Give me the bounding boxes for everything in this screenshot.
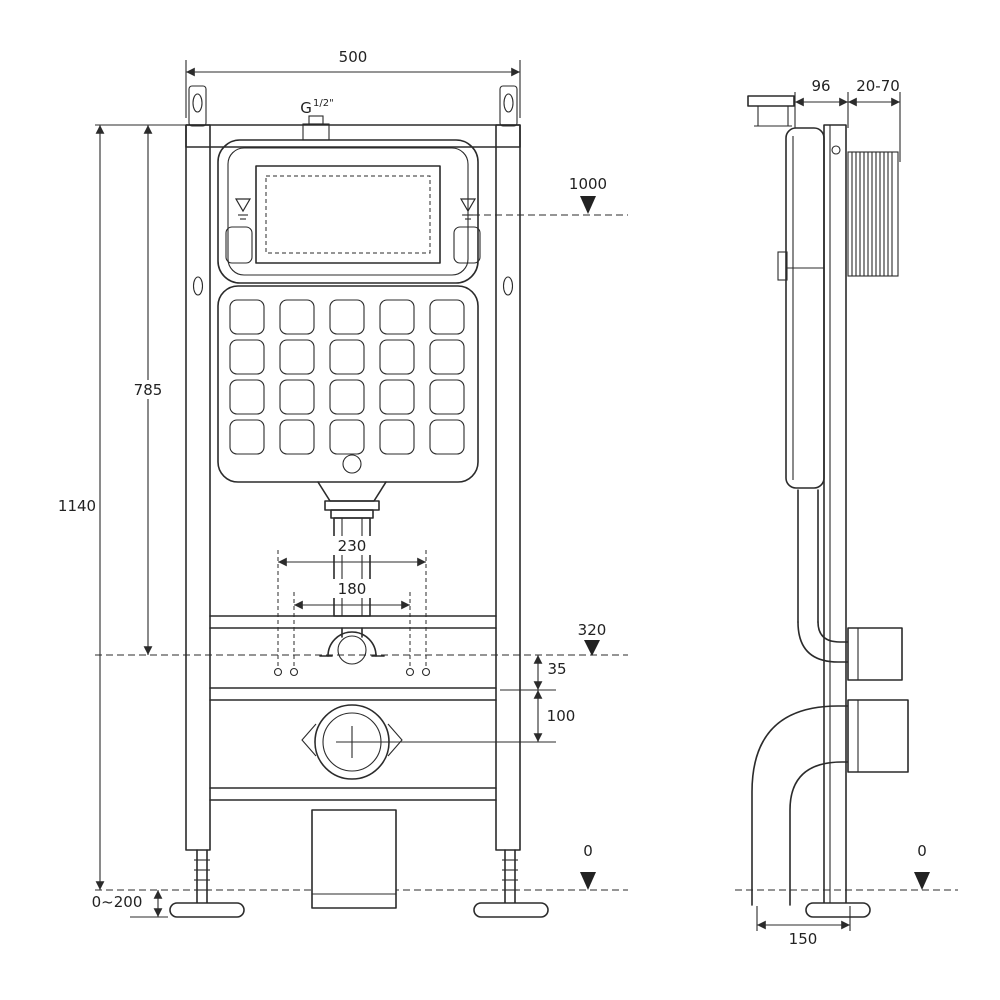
access-panel-edge [777,251,788,281]
side-foot-plate [805,902,871,918]
level-1000-marker [580,196,596,214]
dim-20-70-label: 20-70 [856,77,900,95]
pipe-clamp [319,631,385,665]
post-bolt [831,145,841,155]
foot-right [473,849,549,918]
pipe-funnel [317,481,387,502]
dim-96-label: 96 [811,77,830,95]
level-0-front-label: 0 [583,842,593,860]
side-frame-post [823,124,847,916]
rail-hole-right [502,276,514,296]
dim-35-label: 35 [547,660,566,678]
left-rail [185,124,211,851]
outlet-wing-right [387,723,403,757]
mount-slot-left [192,93,203,113]
top-rail [185,124,521,148]
dim-230-label: 230 [338,537,367,555]
mount-slot-right [503,93,514,113]
level-0-side-marker [914,872,930,890]
dim-width-500: 500 [339,48,368,66]
pipe-flange-1 [324,500,380,511]
tank-body [217,285,479,483]
rail-hole-left [192,276,204,296]
level-320-label: 320 [578,621,607,639]
anchor-bolt-holes [273,667,431,677]
pipe-body [333,517,371,617]
inlet-thread-label: G [300,99,312,117]
right-rail [495,124,521,851]
soil-elbow-pipe [751,705,849,906]
dim-785-label: 785 [134,381,163,399]
front-feet [169,849,549,918]
cistern-top-housing [217,139,479,284]
flush-pipe [273,481,431,677]
level-1000-label: 1000 [569,175,607,193]
wall-fixing-rods [847,151,899,277]
water-inlet-fitting [302,123,330,141]
cistern-side-profile [777,127,825,489]
flush-pipe-side [797,489,849,663]
dim-150-label: 150 [789,930,818,948]
flush-connector [847,627,903,681]
flush-actuator [747,95,795,127]
dim-100-label: 100 [547,707,576,725]
mount-tab-right [499,85,518,127]
cistern [217,115,481,483]
foot-plate-left [169,902,245,918]
inlet-thread-size-label: 1/2" [313,98,334,109]
outlet-wing-left [301,723,317,757]
access-opening [255,165,441,264]
foot-left [169,849,245,918]
level-320-marker [584,640,600,656]
side-foot [805,902,871,918]
side-view: 96 20-70 0 150 [735,77,958,948]
access-opening-dashed [265,175,431,254]
front-dimensions: 500 G 1/2" 1000 785 1140 230 180 [58,48,607,918]
pan-connectors [847,627,909,773]
dim-1140-label: 1140 [58,497,96,515]
side-bracket-left [225,226,253,264]
side-dimensions: 96 20-70 0 150 [756,77,930,948]
water-level-symbol-left [234,198,252,220]
mount-tab-left [188,85,207,127]
water-inlet-nut [308,115,324,125]
cistern-top-inner [227,147,469,276]
front-view: 500 G 1/2" 1000 785 1140 230 180 [58,48,628,918]
bottom-duct-box [311,809,397,909]
foot-plate-right [473,902,549,918]
dim-foot-range-label: 0~200 [92,893,143,911]
dim-180-label: 180 [338,580,367,598]
waste-outlet [301,704,556,780]
level-0-side-label: 0 [917,842,927,860]
tank-grid [229,299,465,455]
waste-connector [847,699,909,773]
tank-drain-hole [342,454,362,474]
side-bracket-right [453,226,481,264]
pipe-flange-2 [330,509,374,519]
level-0-front-marker [580,872,596,890]
